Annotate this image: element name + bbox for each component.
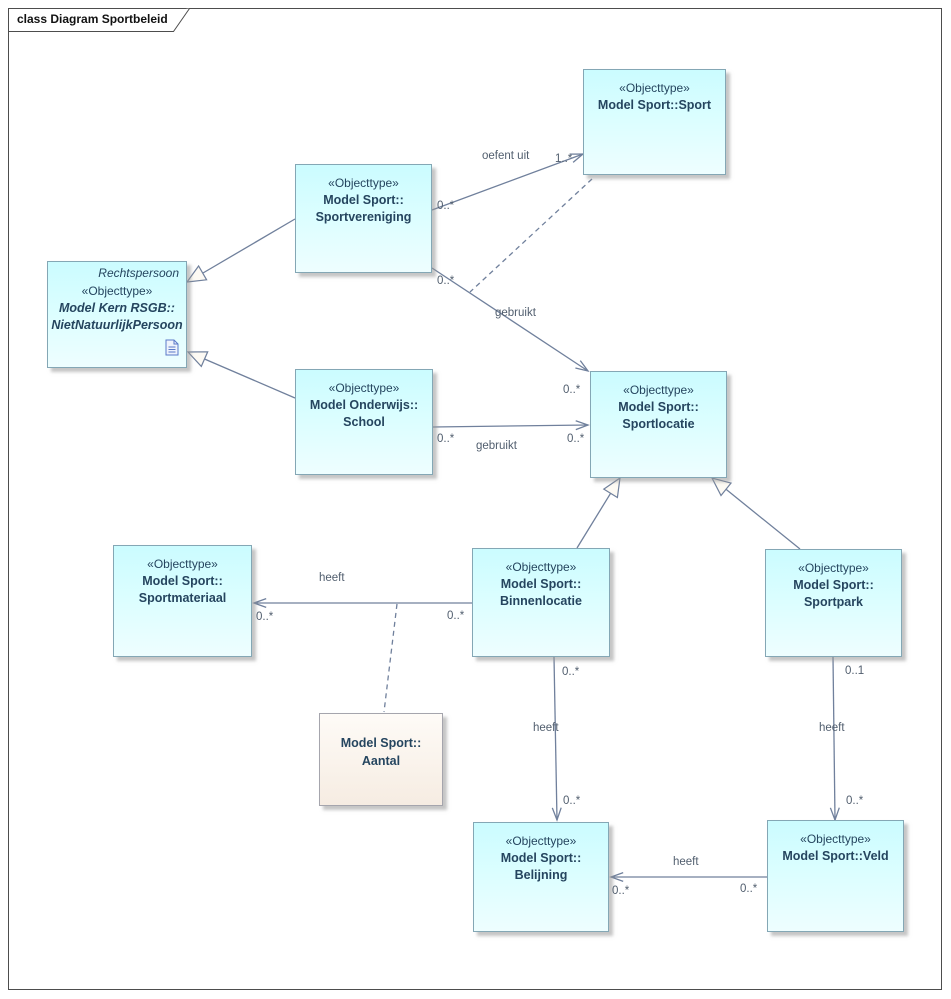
class-name: Belijning: [514, 868, 568, 883]
edge-name-gebruikt: gebruikt: [495, 307, 536, 319]
stereotype: «Objecttype»: [328, 176, 399, 190]
stereotype: «Objecttype»: [328, 381, 400, 395]
edge-mult: 0..*: [563, 795, 581, 807]
class-veld[interactable]: «Objecttype» Model Sport::Veld: [767, 820, 904, 932]
edge-name-gebruikt: gebruikt: [476, 440, 517, 452]
class-nietnatuurlijkpersoon[interactable]: Rechtspersoon «Objecttype» Model Kern RS…: [47, 261, 187, 368]
class-name: Aantal: [361, 753, 401, 768]
class-name: Model Sport::Veld: [782, 848, 889, 863]
class-name: Sportmateriaal: [138, 591, 227, 606]
class-sportpark[interactable]: «Objecttype» Model Sport:: Sportpark: [765, 549, 902, 657]
class-binnenlocatie[interactable]: «Objecttype» Model Sport:: Binnenlocatie: [472, 548, 610, 657]
class-name: Sportpark: [803, 595, 864, 610]
edge-mult: 0..*: [567, 433, 585, 445]
edge-mult: 0..*: [563, 384, 581, 396]
edge-mult: 0..*: [437, 275, 455, 287]
edge-mult: 0..*: [612, 885, 630, 897]
stereotype: «Objecttype»: [505, 834, 577, 848]
diagram-title: class Diagram Sportbeleid: [17, 12, 168, 26]
class-name: Model Sport::: [142, 573, 223, 588]
class-sportlocatie[interactable]: «Objecttype» Model Sport:: Sportlocatie: [590, 371, 727, 478]
class-name: Model Sport::Sport: [597, 97, 712, 112]
stereotype: «Objecttype»: [800, 832, 871, 846]
class-name: NietNatuurlijkPersoon: [51, 318, 183, 333]
class-name: Model Kern RSGB::: [59, 300, 175, 315]
stereotype: «Objecttype»: [798, 561, 869, 575]
class-name: Sportlocatie: [622, 417, 695, 432]
edge-mult: 0..*: [256, 611, 274, 623]
edge-mult: 1..*: [555, 153, 573, 165]
class-name: Binnenlocatie: [500, 594, 582, 609]
edge-name-heeft: heeft: [819, 722, 845, 734]
stereotype: «Objecttype»: [623, 383, 694, 397]
diagram-frame: [8, 8, 942, 990]
edge-mult: 0..*: [846, 795, 864, 807]
class-name: Model Sport::: [500, 850, 582, 865]
class-sportvereniging[interactable]: «Objecttype» Model Sport:: Sportverenigi…: [295, 164, 432, 273]
class-belijning[interactable]: «Objecttype» Model Sport:: Belijning: [473, 822, 609, 932]
edge-mult: 0..*: [562, 666, 580, 678]
edge-name-oefent-uit: oefent uit: [482, 150, 530, 162]
class-aantal[interactable]: Model Sport:: Aantal: [319, 713, 443, 806]
stereotype: «Objecttype»: [505, 560, 577, 574]
edge-name-heeft: heeft: [319, 572, 345, 584]
class-name: Model Sport::: [500, 576, 582, 591]
edge-name-heeft: heeft: [673, 856, 699, 868]
class-sportmateriaal[interactable]: «Objecttype» Model Sport:: Sportmateriaa…: [113, 545, 252, 657]
edge-mult: 0..*: [447, 610, 465, 622]
edge-mult: 0..*: [437, 433, 455, 445]
stereotype: «Objecttype»: [619, 81, 690, 95]
stereotype: «Objecttype»: [147, 557, 218, 571]
edge-name-heeft: heeft: [533, 722, 559, 734]
document-icon: [165, 339, 179, 356]
role-label: Rechtspersoon: [98, 266, 179, 280]
class-sport[interactable]: «Objecttype» Model Sport::Sport: [583, 69, 726, 175]
class-name: Sportvereniging: [315, 210, 412, 225]
class-name: Model Sport::: [323, 192, 404, 207]
stereotype: «Objecttype»: [81, 284, 153, 298]
class-name: Model Sport::: [340, 736, 422, 750]
class-school[interactable]: «Objecttype» Model Onderwijs:: School: [295, 369, 433, 475]
edge-mult: 0..1: [845, 665, 865, 677]
class-name: Model Sport::: [618, 399, 699, 414]
edge-mult: 0..*: [437, 200, 455, 212]
class-name: Model Onderwijs::: [309, 397, 419, 412]
edge-mult: 0..*: [740, 883, 758, 895]
class-name: Model Sport::: [793, 577, 874, 592]
class-name: School: [343, 415, 385, 430]
